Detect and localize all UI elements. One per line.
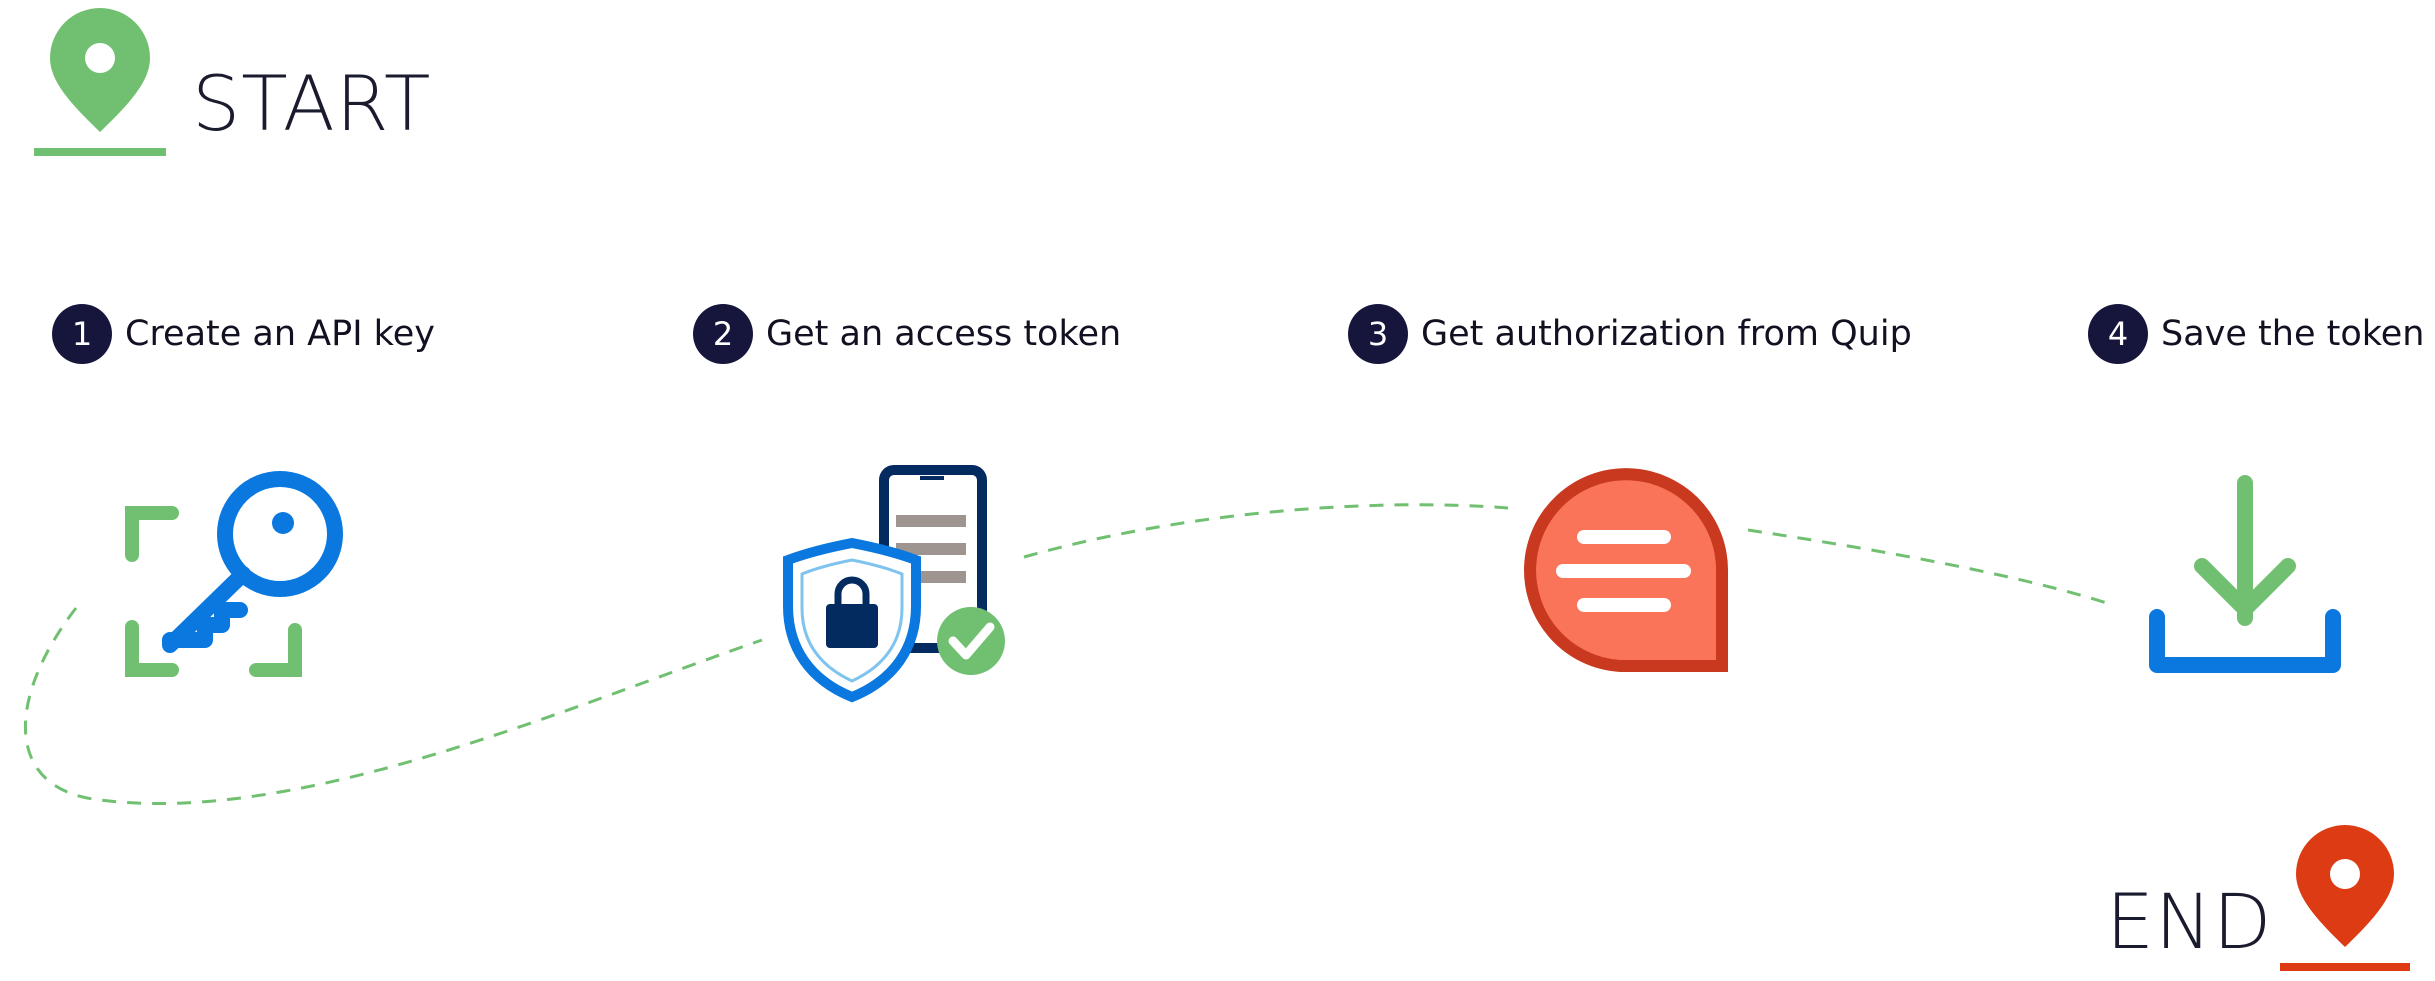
step-2-number: 2 bbox=[693, 304, 753, 364]
start-label: START bbox=[192, 59, 432, 148]
path-segment-phone-to-quip bbox=[1023, 503, 1509, 559]
step-2: 2 Get an access token bbox=[693, 304, 1121, 364]
step-4-number: 4 bbox=[2088, 304, 2148, 364]
step-1: 1 Create an API key bbox=[52, 304, 435, 364]
step-1-number: 1 bbox=[52, 304, 112, 364]
step-3-number: 3 bbox=[1348, 304, 1408, 364]
step-2-label: Get an access token bbox=[766, 314, 1122, 354]
end-label: END bbox=[2106, 877, 2273, 966]
step-1-label: Create an API key bbox=[125, 314, 435, 354]
path-segment-key-to-shield bbox=[24, 607, 763, 805]
path-segment-quip-to-download bbox=[1747, 528, 2111, 606]
step-4: 4 Save the token bbox=[2088, 304, 2424, 364]
step-4-label: Save the token bbox=[2161, 314, 2425, 354]
step-3-label: Get authorization from Quip bbox=[1421, 314, 1912, 354]
step-3: 3 Get authorization from Quip bbox=[1348, 304, 1912, 364]
